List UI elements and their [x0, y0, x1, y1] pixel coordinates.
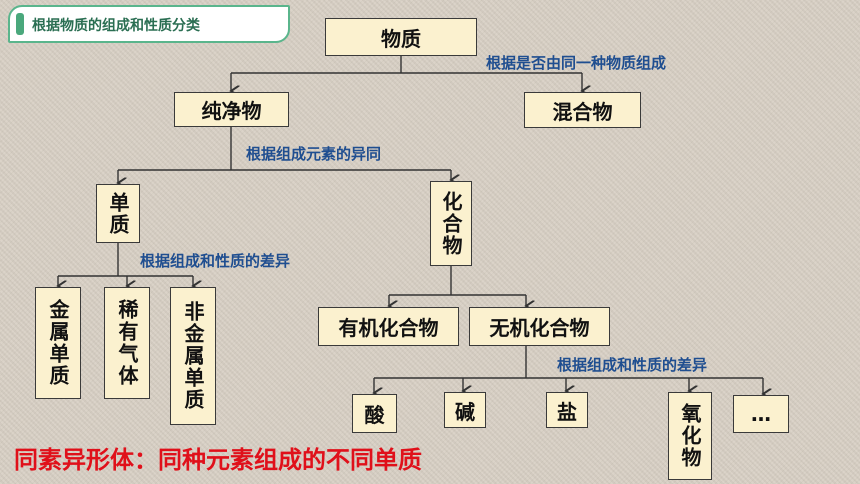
node-nonmetal: 非金属单质: [170, 287, 216, 425]
node-matter: 物质: [325, 18, 477, 56]
section-title: 根据物质的组成和性质分类: [32, 18, 200, 34]
criterion-composition-properties: 根据组成和性质的差异: [140, 252, 291, 270]
node-base: 碱: [444, 392, 486, 428]
node-more: …: [733, 395, 789, 433]
node-compound: 化合物: [430, 181, 472, 266]
criterion-element-composition: 根据组成元素的异同: [246, 145, 382, 163]
criterion-same-substance: 根据是否由同一种物质组成: [486, 54, 667, 72]
node-organic-compound: 有机化合物: [318, 307, 459, 346]
node-element: 单质: [96, 184, 140, 243]
node-mixture: 混合物: [524, 92, 641, 128]
allotrope-note: 同素异形体：同种元素组成的不同单质: [14, 446, 422, 474]
node-oxide: 氧化物: [668, 392, 712, 480]
node-noble-gas: 稀有气体: [104, 287, 150, 399]
node-pure-substance: 纯净物: [174, 92, 289, 127]
node-metal: 金属单质: [35, 287, 81, 399]
section-title-tab: 根据物质的组成和性质分类: [8, 5, 290, 43]
title-accent-bar: [16, 13, 24, 35]
criterion-inorganic-properties: 根据组成和性质的差异: [557, 356, 708, 374]
node-salt: 盐: [546, 392, 588, 428]
node-acid: 酸: [352, 394, 397, 433]
node-inorganic-compound: 无机化合物: [469, 307, 610, 346]
